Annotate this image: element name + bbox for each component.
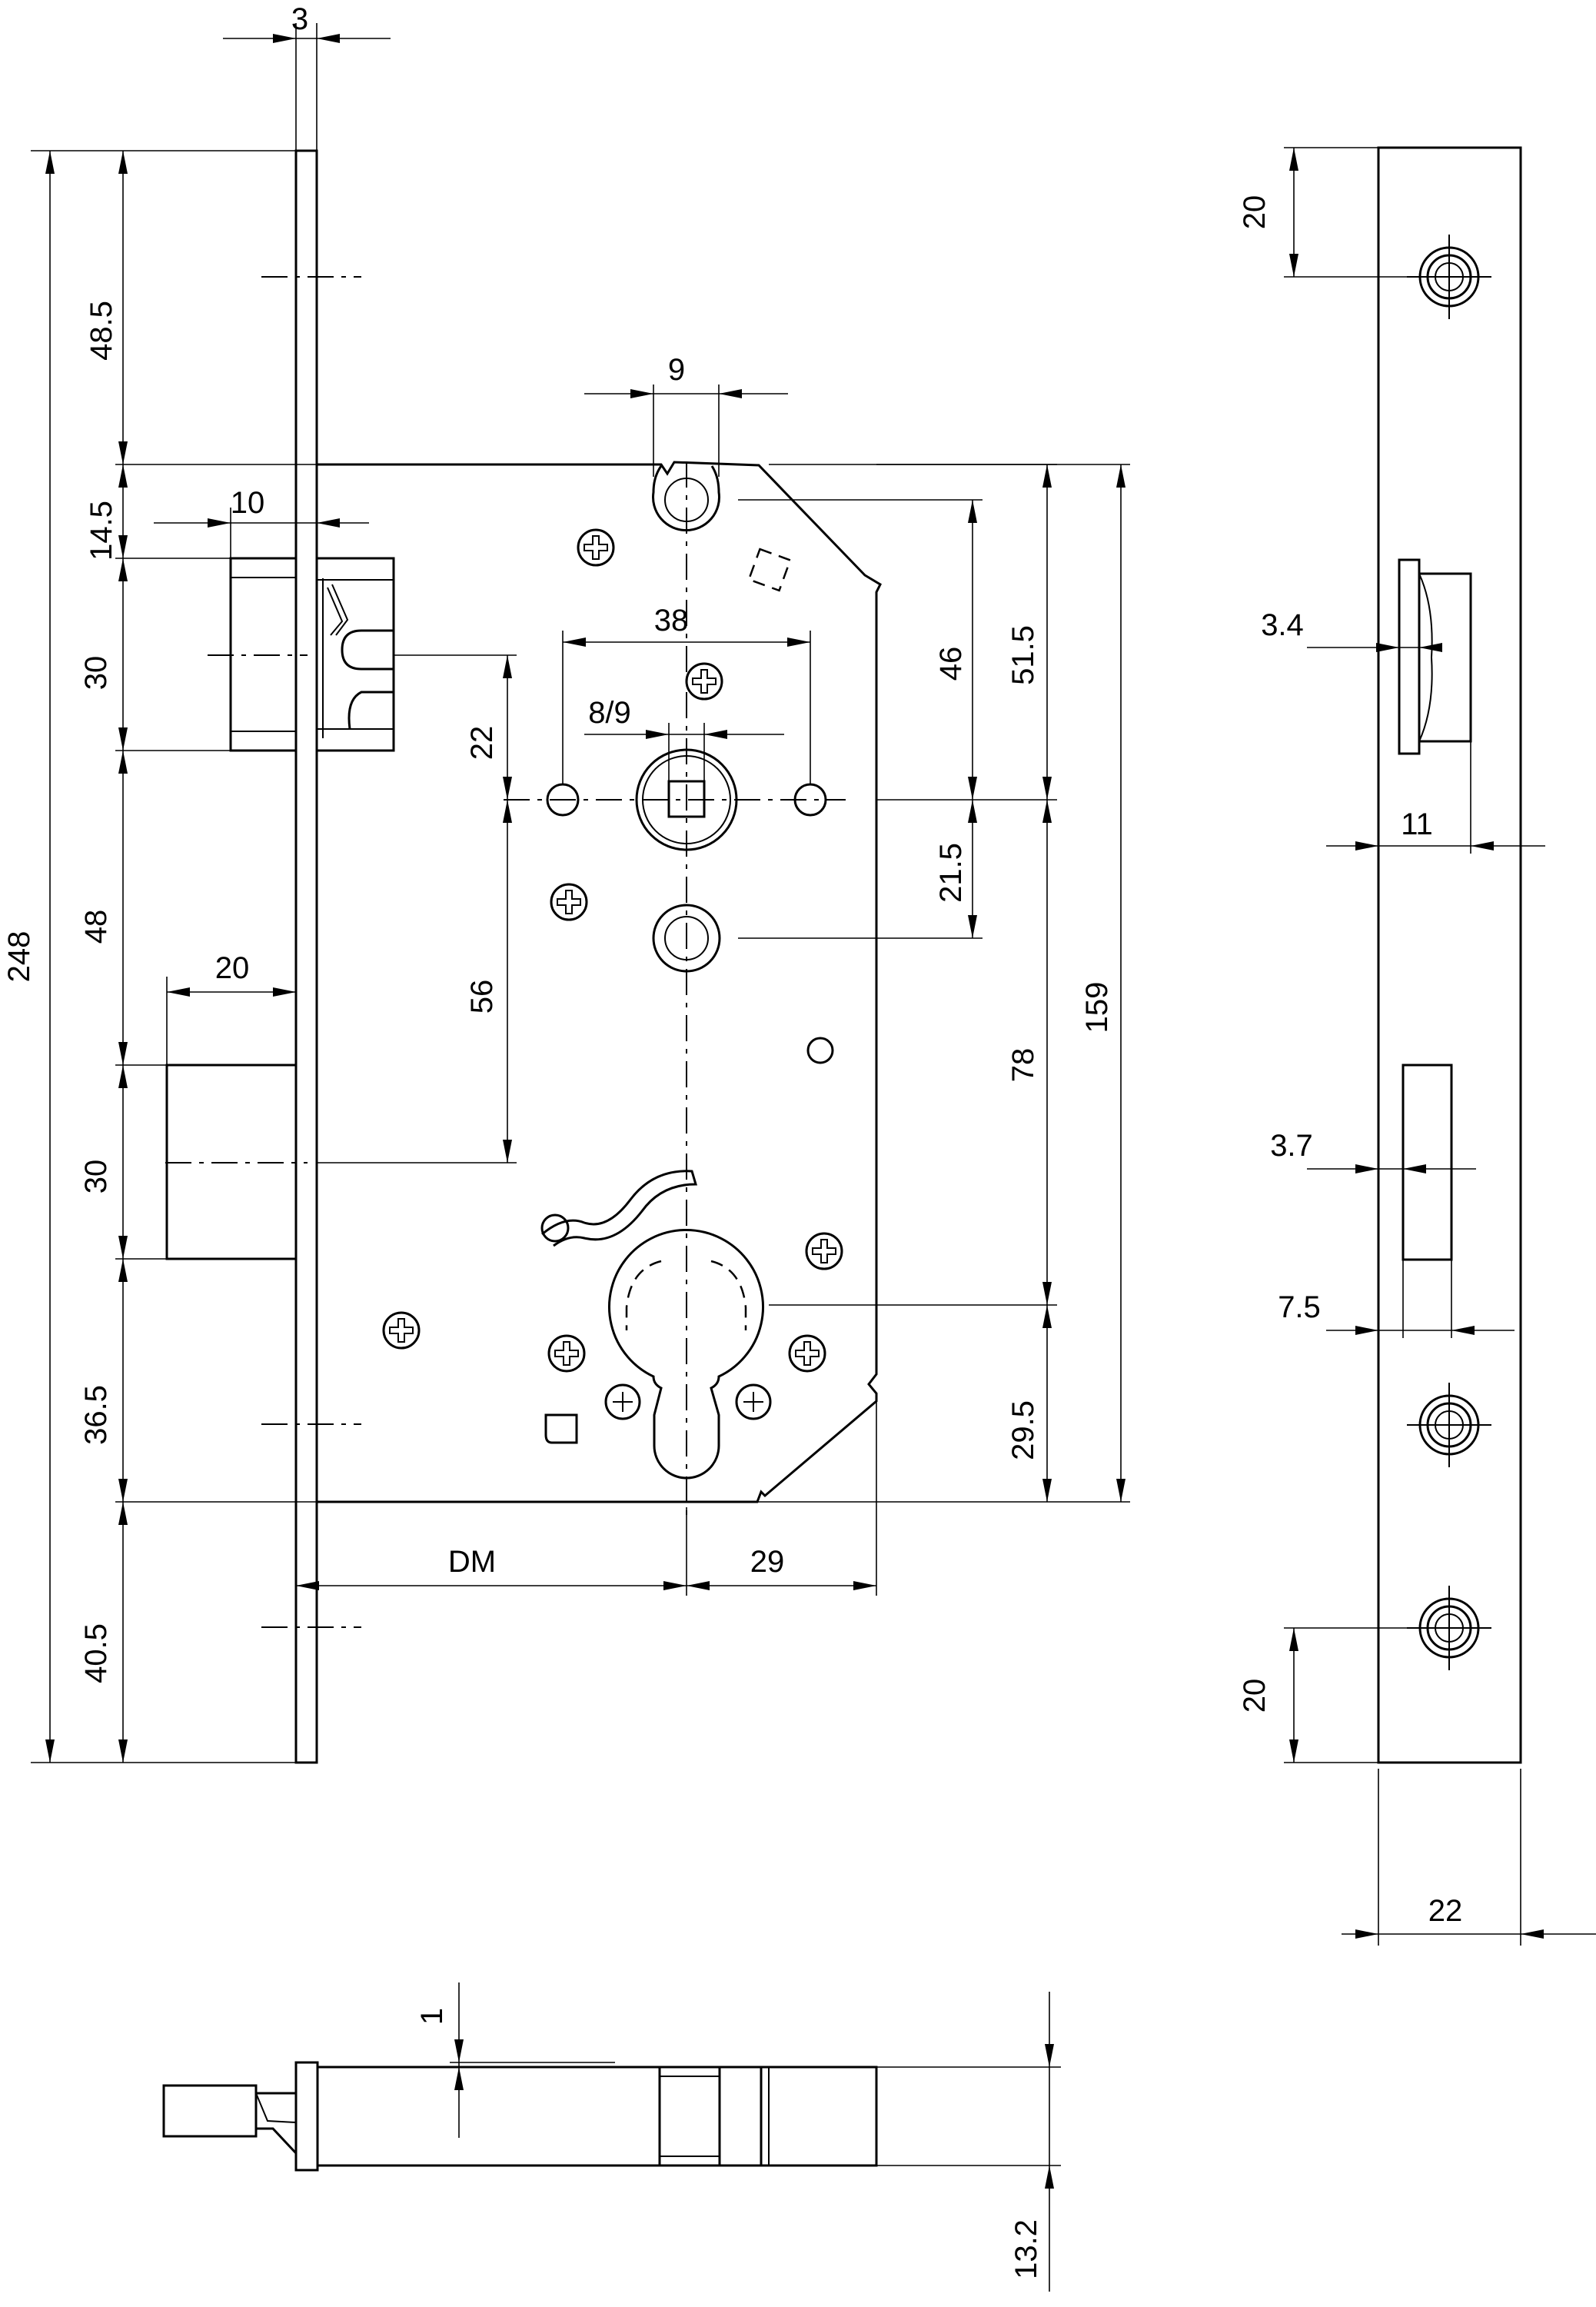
label-latch-width: 11: [1401, 807, 1433, 841]
cylinder-cutout: [608, 1229, 764, 1480]
label-plate-offset: 1: [415, 2008, 449, 2025]
label-latch-protrusion: 3.4: [1261, 608, 1304, 642]
label-faceplate-thickness: 3: [291, 2, 308, 36]
label-bolt-to-case-bottom: 36.5: [79, 1385, 113, 1445]
dimension-labels: 3 248 48.5 14.5 30 48 30 36.5 40.5 10 20…: [2, 2, 1462, 2279]
latch-bolt: [229, 557, 395, 752]
label-bolt-protrusion: 3.7: [1270, 1129, 1313, 1163]
faceplate: [294, 149, 318, 1764]
label-bolt-throw: 20: [215, 951, 250, 985]
label-latch-throw: 10: [231, 486, 265, 520]
front-view: [165, 149, 882, 1764]
label-spindle-to-lower-hole: 21.5: [934, 843, 968, 903]
label-bottom-screw: 20: [1238, 1679, 1272, 1713]
label-top-screw: 20: [1238, 195, 1272, 230]
label-spindle-square: 8/9: [588, 696, 631, 730]
label-latch-to-spindle: 22: [465, 726, 499, 761]
label-cylinder-to-back: 29: [750, 1545, 785, 1579]
label-top-to-case: 48.5: [85, 301, 118, 361]
lever-arm: [541, 1170, 698, 1247]
side-view: [1377, 146, 1522, 1764]
label-cylinder-to-bottom: 29.5: [1006, 1400, 1040, 1460]
label-case-bottom-to-end: 40.5: [79, 1623, 113, 1683]
label-spindle-to-cylinder: 78: [1006, 1048, 1040, 1083]
label-cam-slot-width: 9: [668, 353, 685, 387]
dimensions: [31, 23, 1596, 2292]
top-cam-slot: [652, 465, 720, 532]
label-total-height: 248: [2, 931, 36, 983]
label-bolt-width: 7.5: [1278, 1290, 1321, 1324]
label-spindle-to-bolt: 56: [465, 980, 499, 1014]
bottom-view: [162, 2061, 878, 2172]
label-latch-to-bolt: 48: [79, 910, 113, 944]
label-top-to-spindle: 46: [934, 647, 968, 681]
label-latch-height: 30: [79, 656, 113, 691]
label-case-to-latch: 14.5: [85, 501, 118, 561]
label-backset-dm: DM: [448, 1545, 496, 1579]
label-top-to-spindle-outer: 51.5: [1006, 625, 1040, 685]
side-faceplate: [1377, 146, 1522, 1764]
label-case-thickness: 13.2: [1009, 2219, 1043, 2279]
lock-case: [317, 461, 882, 1503]
label-hole-spacing: 38: [654, 604, 689, 638]
spindle-hub: [635, 748, 738, 851]
label-faceplate-width: 22: [1428, 1894, 1463, 1928]
label-case-height: 159: [1080, 982, 1114, 1034]
label-bolt-height: 30: [79, 1160, 113, 1194]
